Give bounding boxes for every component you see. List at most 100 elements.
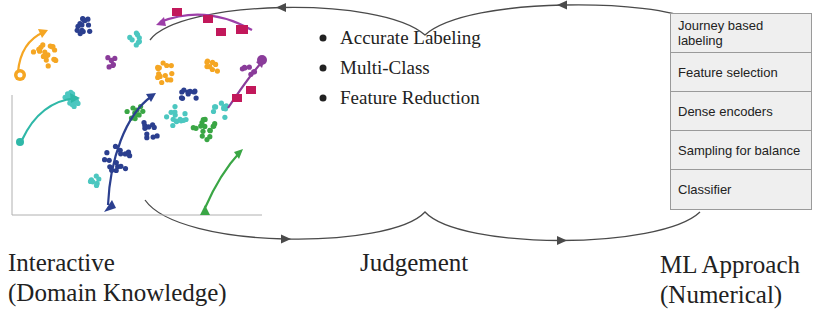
scatter-dot xyxy=(194,96,199,101)
scatter-dot xyxy=(181,88,186,93)
scatter-dot xyxy=(125,109,130,114)
scatter-dot xyxy=(127,35,132,40)
scatter-dot xyxy=(118,164,123,169)
scatter-dot xyxy=(65,91,70,96)
scatter-dot xyxy=(107,158,112,163)
scatter-dot xyxy=(213,104,218,109)
scatter-dot xyxy=(110,63,115,68)
bullet-text: Feature Reduction xyxy=(340,87,480,109)
box-label: Classifier xyxy=(678,182,731,197)
scatter-dot xyxy=(242,65,247,70)
scatter-dot xyxy=(247,65,252,70)
scatter-dot xyxy=(208,128,213,133)
scatter-dot xyxy=(164,114,169,119)
scatter-dot xyxy=(104,150,109,155)
scatter-dot xyxy=(205,59,210,64)
scatter-dot xyxy=(210,67,215,72)
arc-arrowheads xyxy=(276,1,567,246)
scatter-dot xyxy=(193,126,198,131)
scatter-dot xyxy=(102,157,107,162)
scatter-dot xyxy=(31,49,36,54)
loop-arcs xyxy=(145,5,700,241)
scatter-dot xyxy=(135,32,140,37)
bullet-text: Accurate Labeling xyxy=(340,27,481,49)
scatter-dot xyxy=(48,44,53,49)
scatter-dot xyxy=(136,40,141,45)
scatter-dot xyxy=(42,49,47,54)
scatter-dot xyxy=(213,62,218,67)
scatter-dot xyxy=(156,71,161,76)
box-label: Sampling for balance xyxy=(678,143,800,158)
scatter-dot xyxy=(161,60,166,65)
scatter-dot xyxy=(140,109,145,114)
scatter-dot xyxy=(144,132,149,137)
scatter-dot xyxy=(242,65,247,70)
scatter-dot xyxy=(123,166,128,171)
scatter-dot xyxy=(40,42,45,47)
scatter-dot xyxy=(215,69,220,74)
scatter-dot xyxy=(169,71,174,76)
scatter-dot xyxy=(200,134,205,139)
scatter-dot xyxy=(118,151,123,156)
cluster-arrowheads xyxy=(38,17,265,159)
scatter-dot xyxy=(159,80,164,85)
bullet-text: Multi-Class xyxy=(340,57,430,79)
scatter-dot xyxy=(180,96,185,101)
process-box: Sampling for balance xyxy=(670,130,812,170)
scatter-dot xyxy=(36,47,41,52)
scatter-dot xyxy=(169,63,174,68)
scatter-dot xyxy=(211,109,216,114)
scatter-dot xyxy=(200,129,205,134)
scatter-dot xyxy=(150,122,155,127)
scatter-dot xyxy=(198,124,203,129)
scatter-dot xyxy=(204,64,209,69)
scatter-dot xyxy=(192,89,197,94)
scatter-dot xyxy=(174,118,179,123)
process-box: Classifier xyxy=(670,169,812,210)
process-box: Feature selection xyxy=(670,52,812,92)
scatter-dot xyxy=(94,173,99,178)
scatter-dot xyxy=(94,183,99,188)
scatter-dot xyxy=(53,58,58,63)
scatter-dot xyxy=(80,16,85,21)
scatter-dot xyxy=(192,89,197,94)
scatter-dot xyxy=(86,22,91,27)
scatter-dot xyxy=(46,63,51,68)
scatter-dot xyxy=(75,24,80,29)
scatter-dot xyxy=(87,29,92,34)
section-label: Judgement xyxy=(360,248,468,278)
scatter-dot xyxy=(179,95,184,100)
scatter-dot xyxy=(222,115,227,120)
scatter-dot xyxy=(72,104,77,109)
box-label: Feature selection xyxy=(678,65,778,80)
scatter-dot xyxy=(212,104,217,109)
scatter-dot xyxy=(52,57,57,62)
scatter-dot xyxy=(142,123,147,128)
scatter-dot xyxy=(172,104,177,109)
section-label: ML Approach (Numerical) xyxy=(660,250,800,310)
scatter-dot xyxy=(182,111,187,116)
scatter-dot xyxy=(163,73,168,78)
scatter-dot xyxy=(80,16,85,21)
process-box: Dense encoders xyxy=(670,91,812,131)
scatter-dot xyxy=(109,58,114,63)
scatter-dot xyxy=(207,128,212,133)
bullet-dots xyxy=(320,35,327,102)
scatter-dot xyxy=(155,65,160,70)
scatter-axes xyxy=(12,95,262,215)
scatter-dot xyxy=(211,123,216,128)
scatter-dot xyxy=(126,150,131,155)
section-label: Interactive (Domain Knowledge) xyxy=(8,248,227,308)
cluster-arrows xyxy=(18,14,262,208)
scatter-dot xyxy=(219,101,224,106)
scatter-dot xyxy=(130,105,135,110)
scatter-dot xyxy=(44,54,49,59)
scatter-dot xyxy=(51,57,56,62)
box-label: Dense encoders xyxy=(678,104,773,119)
scatter-dot xyxy=(211,124,216,129)
cluster-icons xyxy=(14,8,267,215)
scatter-dot xyxy=(81,29,86,34)
box-label: Journey based labeling xyxy=(678,18,804,48)
process-box: Journey based labeling xyxy=(670,13,812,53)
scatter-dot xyxy=(204,137,209,142)
